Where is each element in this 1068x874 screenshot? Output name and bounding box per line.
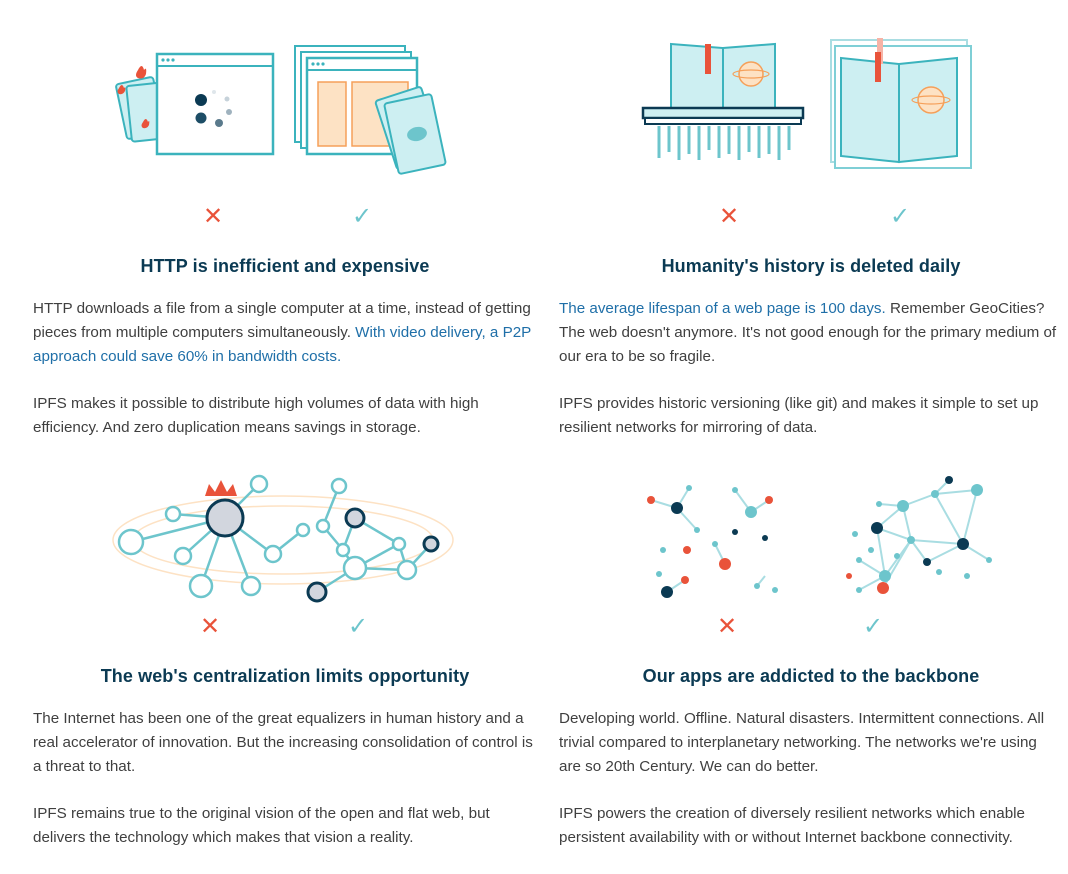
bandwidth-savings-link[interactable]: With video delivery, a P2P approach coul… [33, 324, 532, 365]
card-centralization: ✕ ✓ The web's centralization limits oppo… [33, 440, 537, 850]
card-title: HTTP is inefficient and expensive [140, 256, 430, 276]
illustration-history: ✕ ✓ [559, 30, 1063, 230]
good-check-icon: ✓ [863, 613, 884, 640]
illustration-http: ✕ ✓ [33, 30, 537, 230]
good-check-icon: ✓ [352, 203, 373, 230]
card-history-deleted: ✕ ✓ Humanity's history is deleted daily … [559, 30, 1063, 440]
fire-icon [117, 66, 150, 129]
cash-bill-icon [374, 86, 447, 175]
card-paragraph-2: IPFS provides historic versioning (like … [559, 395, 1039, 436]
web-page-lifespan-link[interactable]: The average lifespan of a web page is 10… [559, 300, 886, 317]
card-paragraph-2: IPFS remains true to the original vision… [33, 805, 490, 846]
good-check-icon: ✓ [348, 613, 369, 640]
paragraph-text: HTTP downloads a file from a single comp… [33, 300, 531, 341]
card-title: Humanity's history is deleted daily [661, 256, 961, 276]
illustration-backbone: ✕ ✓ [559, 440, 1063, 640]
resilient-network-nodes [846, 476, 992, 594]
card-paragraph-1: The average lifespan of a web page is 10… [559, 297, 1063, 369]
good-check-icon: ✓ [890, 203, 911, 230]
resilient-network-icon [858, 479, 990, 591]
card-backbone: ✕ ✓ Our apps are addicted to the backbon… [559, 440, 1063, 850]
bad-x-icon: ✕ [200, 613, 221, 640]
centralization-illustration-svg [112, 474, 454, 603]
crown-icon [205, 480, 237, 496]
card-paragraph-1: The Internet has been one of the great e… [33, 710, 533, 775]
card-paragraph-1: HTTP downloads a file from a single comp… [33, 297, 537, 369]
broken-network-nodes [647, 485, 778, 598]
book-copies-icon [830, 38, 972, 169]
marks-row: ✕ ✓ [559, 612, 1063, 642]
marks-row: ✕ ✓ [559, 202, 1063, 232]
history-illustration-svg [641, 38, 972, 169]
card-title: The web's centralization limits opportun… [100, 666, 470, 686]
broken-network-icon [650, 487, 770, 593]
card-paragraph-2: IPFS makes it possible to distribute hig… [33, 395, 479, 436]
browser-window-icon [155, 52, 275, 156]
book-shredder-icon [641, 42, 805, 160]
http-illustration-svg [115, 45, 447, 175]
card-paragraph-1: Developing world. Offline. Natural disas… [559, 710, 1045, 775]
bad-x-icon: ✕ [717, 613, 738, 640]
card-title: Our apps are addicted to the backbone [642, 666, 980, 686]
loading-spinner-icon [195, 90, 232, 127]
marks-row: ✕ ✓ [33, 612, 537, 642]
illustration-centralization: ✕ ✓ [33, 440, 537, 640]
card-paragraph-2: IPFS powers the creation of diversely re… [559, 805, 1025, 846]
central-node [205, 498, 245, 538]
bad-x-icon: ✕ [203, 203, 224, 230]
paragraph-text: Remember GeoCities? The web doesn't anym… [559, 300, 1057, 365]
card-http-inefficient: ✕ ✓ HTTP is inefficient and expensive HT… [33, 30, 537, 440]
backbone-illustration-svg [647, 476, 992, 598]
bad-x-icon: ✕ [719, 203, 740, 230]
marks-row: ✕ ✓ [33, 202, 537, 232]
